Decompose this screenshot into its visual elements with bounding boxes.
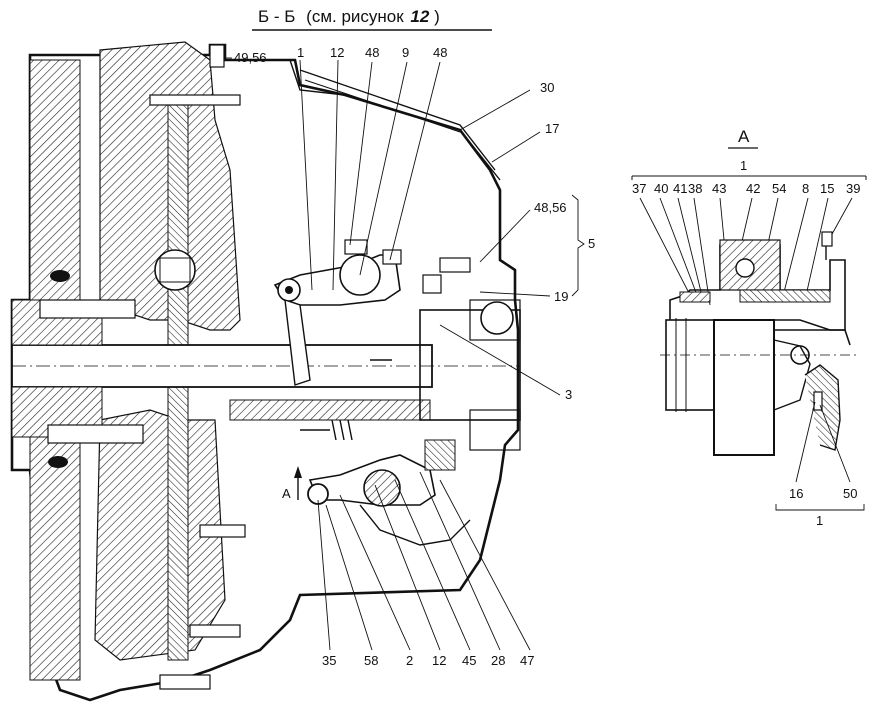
- main-labels: 49,56 1 12 48 9 48 30 17 48,56 5 19 3 А …: [234, 45, 595, 668]
- detail-label-8: 8: [802, 181, 809, 196]
- detail-view-a: А 1 37 40 41 38 43 42 54 8 15 39: [631, 127, 867, 528]
- label-12-b: 12: [432, 653, 446, 668]
- section-title: Б - Б (см. рисунок 12 ): [252, 7, 492, 31]
- label-49-56: 49,56: [234, 50, 267, 65]
- label-12: 12: [330, 45, 344, 60]
- ref-number: 12: [410, 7, 429, 26]
- detail-label-50: 50: [843, 486, 857, 501]
- detail-label-40: 40: [654, 181, 668, 196]
- detail-label-43: 43: [712, 181, 726, 196]
- label-58: 58: [364, 653, 378, 668]
- detail-group-bottom: 1: [816, 513, 823, 528]
- label-45: 45: [462, 653, 476, 668]
- label-1: 1: [297, 45, 304, 60]
- label-arrow-a: А: [282, 486, 291, 501]
- ref-suffix: ): [434, 7, 440, 26]
- detail-label-39: 39: [846, 181, 860, 196]
- detail-title: А: [738, 127, 750, 146]
- detail-label-54: 54: [772, 181, 786, 196]
- label-47: 47: [520, 653, 534, 668]
- label-35: 35: [322, 653, 336, 668]
- section-label: Б - Б: [258, 7, 295, 26]
- label-2: 2: [406, 653, 413, 668]
- label-3: 3: [565, 387, 572, 402]
- label-5: 5: [588, 236, 595, 251]
- detail-label-37: 37: [632, 181, 646, 196]
- label-9: 9: [402, 45, 409, 60]
- label-48-b: 48: [433, 45, 447, 60]
- detail-label-15: 15: [820, 181, 834, 196]
- svg-text:Б - Б (см. рисунок: Б - Б (см. рисунок 12 ): [258, 7, 440, 26]
- label-28: 28: [491, 653, 505, 668]
- detail-group-top: 1: [740, 158, 747, 173]
- clutch-housing-section: [10, 41, 521, 702]
- main-leaders: [225, 57, 585, 651]
- label-17: 17: [545, 121, 559, 136]
- label-48: 48: [365, 45, 379, 60]
- label-19: 19: [554, 289, 568, 304]
- detail-label-16: 16: [789, 486, 803, 501]
- detail-label-42: 42: [746, 181, 760, 196]
- detail-label-38: 38: [688, 181, 702, 196]
- ref-prefix: (см. рисунок: [306, 7, 404, 26]
- detail-label-41: 41: [673, 181, 687, 196]
- label-48-56: 48,56: [534, 200, 567, 215]
- label-30: 30: [540, 80, 554, 95]
